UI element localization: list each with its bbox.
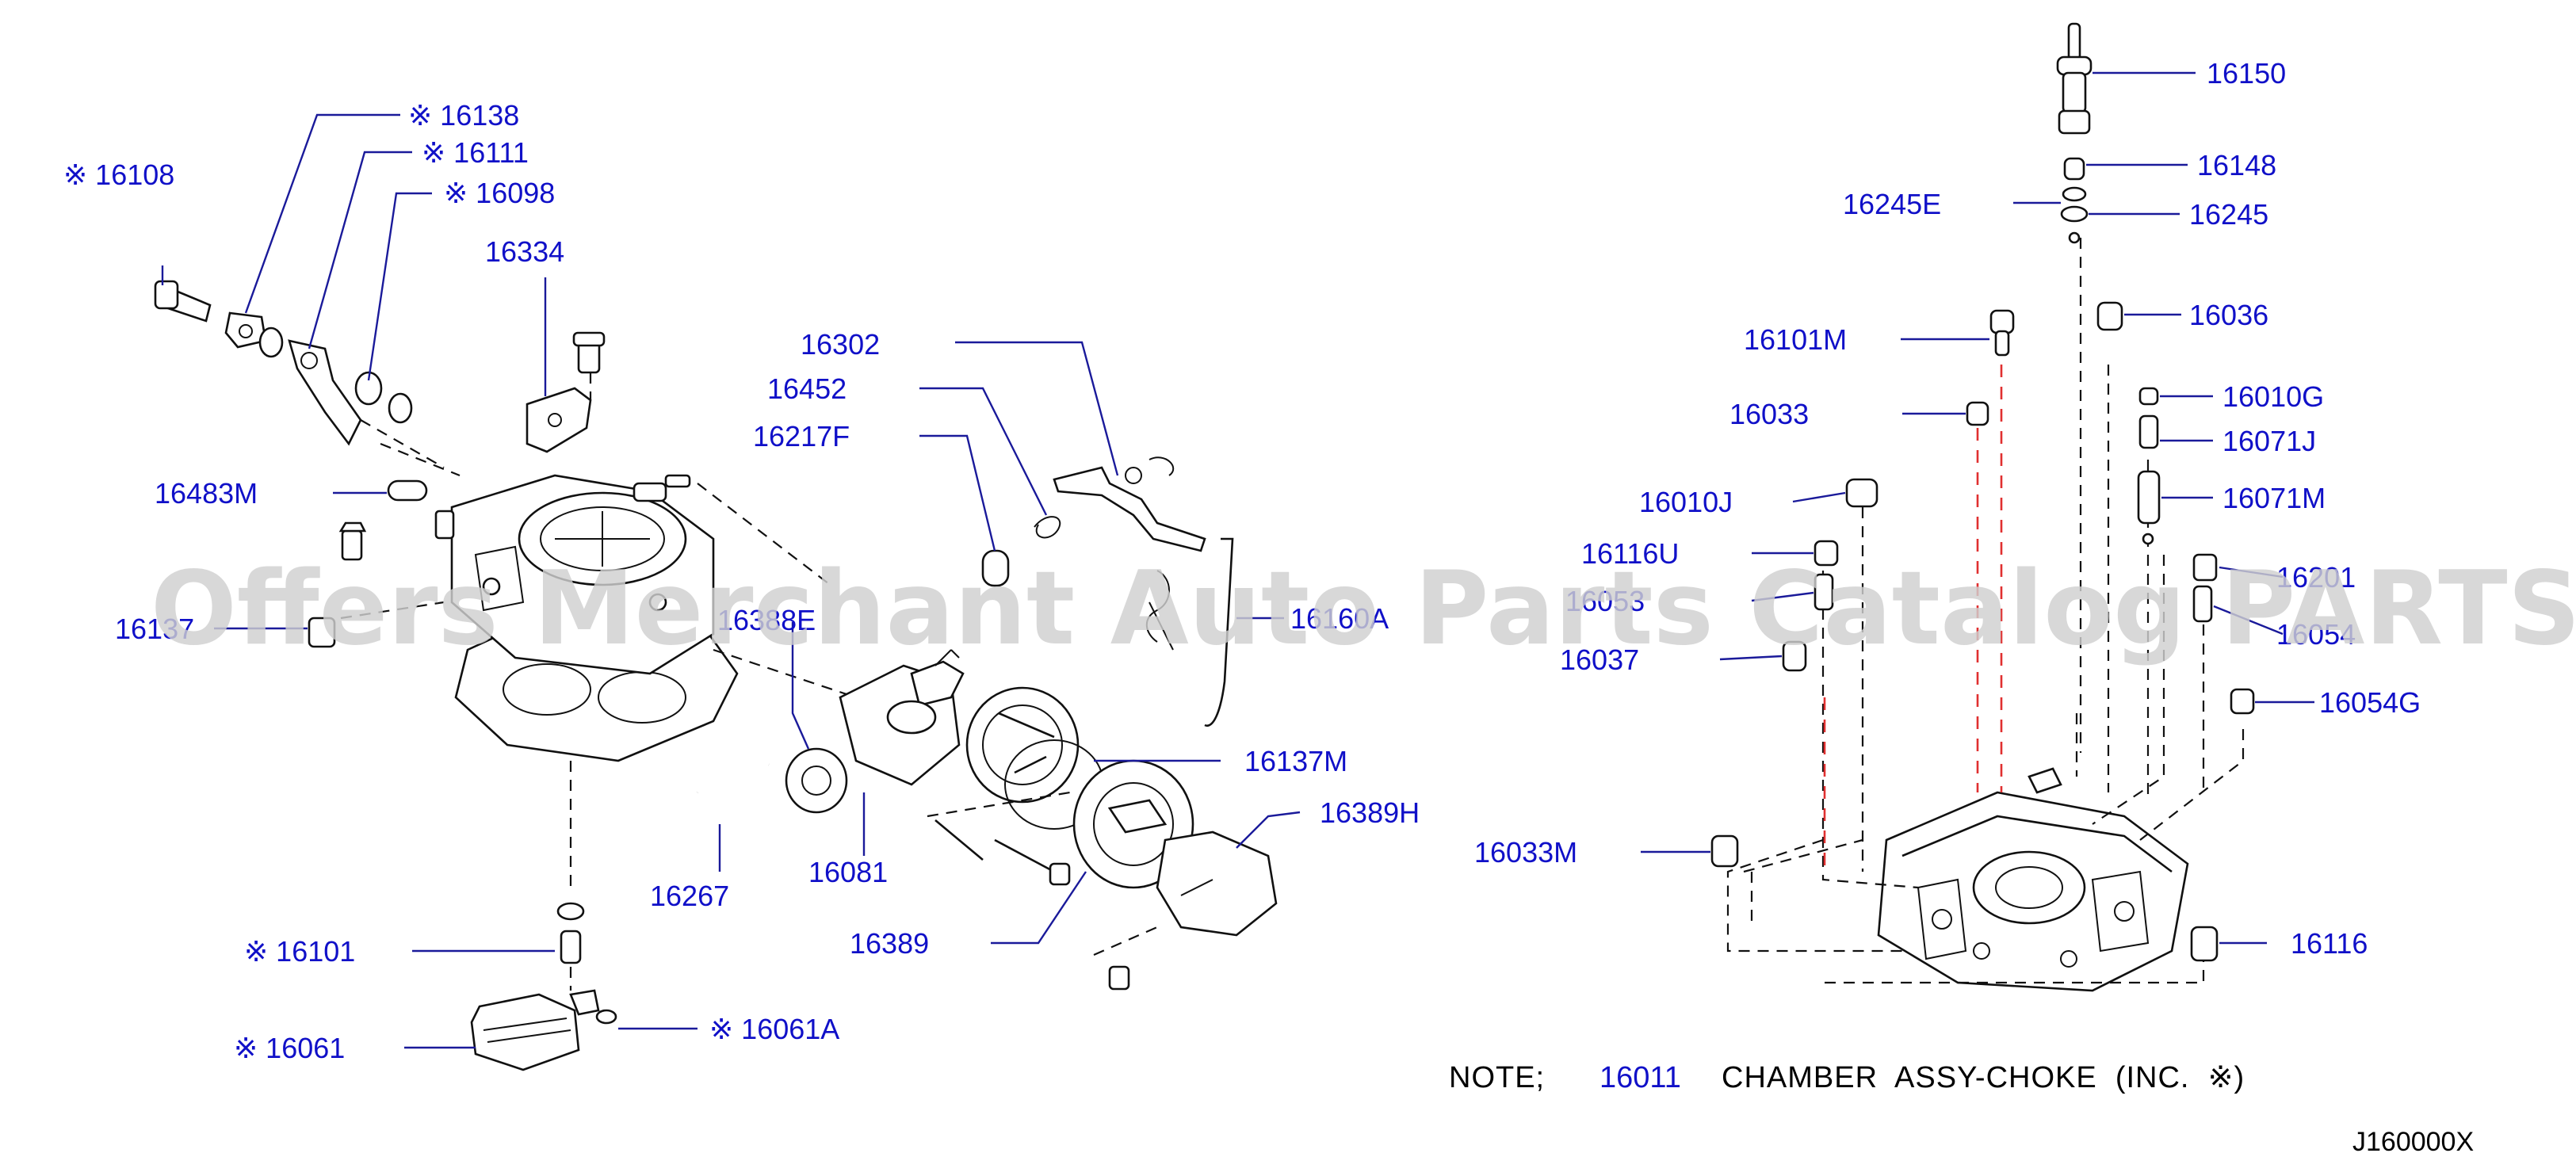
- callout-16053: 16053: [1565, 585, 1645, 617]
- callout-16061a: ※ 16061A: [709, 1013, 839, 1045]
- callout-16098: ※ 16098: [444, 177, 555, 209]
- callout-16101: ※ 16101: [244, 935, 355, 968]
- callout-16217f: 16217F: [753, 420, 850, 452]
- note-part-number: 16011: [1599, 1061, 1681, 1094]
- callout-16071m: 16071M: [2222, 482, 2326, 514]
- bracket-drawing: [526, 331, 606, 453]
- callout-16201: 16201: [2276, 561, 2356, 594]
- note-label: NOTE;: [1449, 1061, 1545, 1094]
- right-carburetor-drawing: [1726, 238, 2245, 992]
- diagram-code: J160000X: [2352, 1127, 2474, 1157]
- callout-16138: ※ 16138: [408, 99, 519, 132]
- float-chamber-drawing: [470, 902, 617, 1071]
- callout-16010g: 16010G: [2222, 380, 2324, 413]
- callout-16071j: 16071J: [2222, 425, 2316, 457]
- callout-16334: 16334: [485, 235, 564, 268]
- callout-16148: 16148: [2197, 149, 2276, 181]
- callout-16245e: 16245E: [1843, 188, 1941, 220]
- watermark: Offers Merchant Auto Parts Catalog PARTS…: [151, 550, 2576, 668]
- callout-16388e: 16388E: [717, 604, 816, 636]
- callout-16137m: 16137M: [1244, 745, 1347, 777]
- callout-16267: 16267: [650, 880, 729, 912]
- choke-chamber-drawing: [691, 649, 1278, 991]
- callout-16054: 16054: [2276, 618, 2356, 651]
- callout-16111: ※ 16111: [422, 136, 529, 169]
- callout-16108: ※ 16108: [63, 158, 174, 191]
- note-line: NOTE; 16011 CHAMBER ASSY-CHOKE (INC. ※): [1449, 1061, 2245, 1094]
- callout-16483m: 16483M: [155, 477, 258, 510]
- callout-16389h: 16389H: [1320, 796, 1420, 829]
- callout-16389: 16389: [850, 927, 929, 960]
- carburetor-body-drawing: [308, 442, 857, 888]
- callout-16452: 16452: [767, 372, 847, 405]
- callout-16245: 16245: [2189, 198, 2268, 231]
- note-description: CHAMBER ASSY-CHOKE (INC. ※): [1722, 1061, 2245, 1094]
- callout-16061: ※ 16061: [234, 1032, 345, 1064]
- callout-16037: 16037: [1560, 643, 1639, 676]
- callout-16116u: 16116U: [1581, 537, 1679, 570]
- callout-16137: 16137: [115, 613, 194, 645]
- callout-16033m: 16033M: [1474, 836, 1577, 869]
- leader-lines: [161, 71, 2314, 1049]
- callout-16036: 16036: [2189, 299, 2268, 331]
- sleeve-drawing: [387, 479, 428, 502]
- throttle-linkage-drawing: [981, 456, 1234, 727]
- callout-16033: 16033: [1729, 398, 1809, 430]
- callout-16081: 16081: [808, 856, 888, 888]
- right-small-parts-drawing: [1710, 22, 2255, 962]
- callout-16150: 16150: [2207, 57, 2286, 90]
- callout-16054g: 16054G: [2319, 686, 2421, 719]
- callout-16101m: 16101M: [1744, 323, 1847, 356]
- callout-16010j: 16010J: [1639, 486, 1733, 518]
- callout-16160a: 16160A: [1290, 602, 1389, 635]
- callout-16116: 16116: [2291, 927, 2368, 960]
- callout-labels: ※ 16108 ※ 16138 ※ 16111 ※ 16098 16334 16…: [63, 57, 2421, 1064]
- fuel-inlet-fittings-drawing: [154, 280, 445, 468]
- callout-16302: 16302: [801, 328, 880, 361]
